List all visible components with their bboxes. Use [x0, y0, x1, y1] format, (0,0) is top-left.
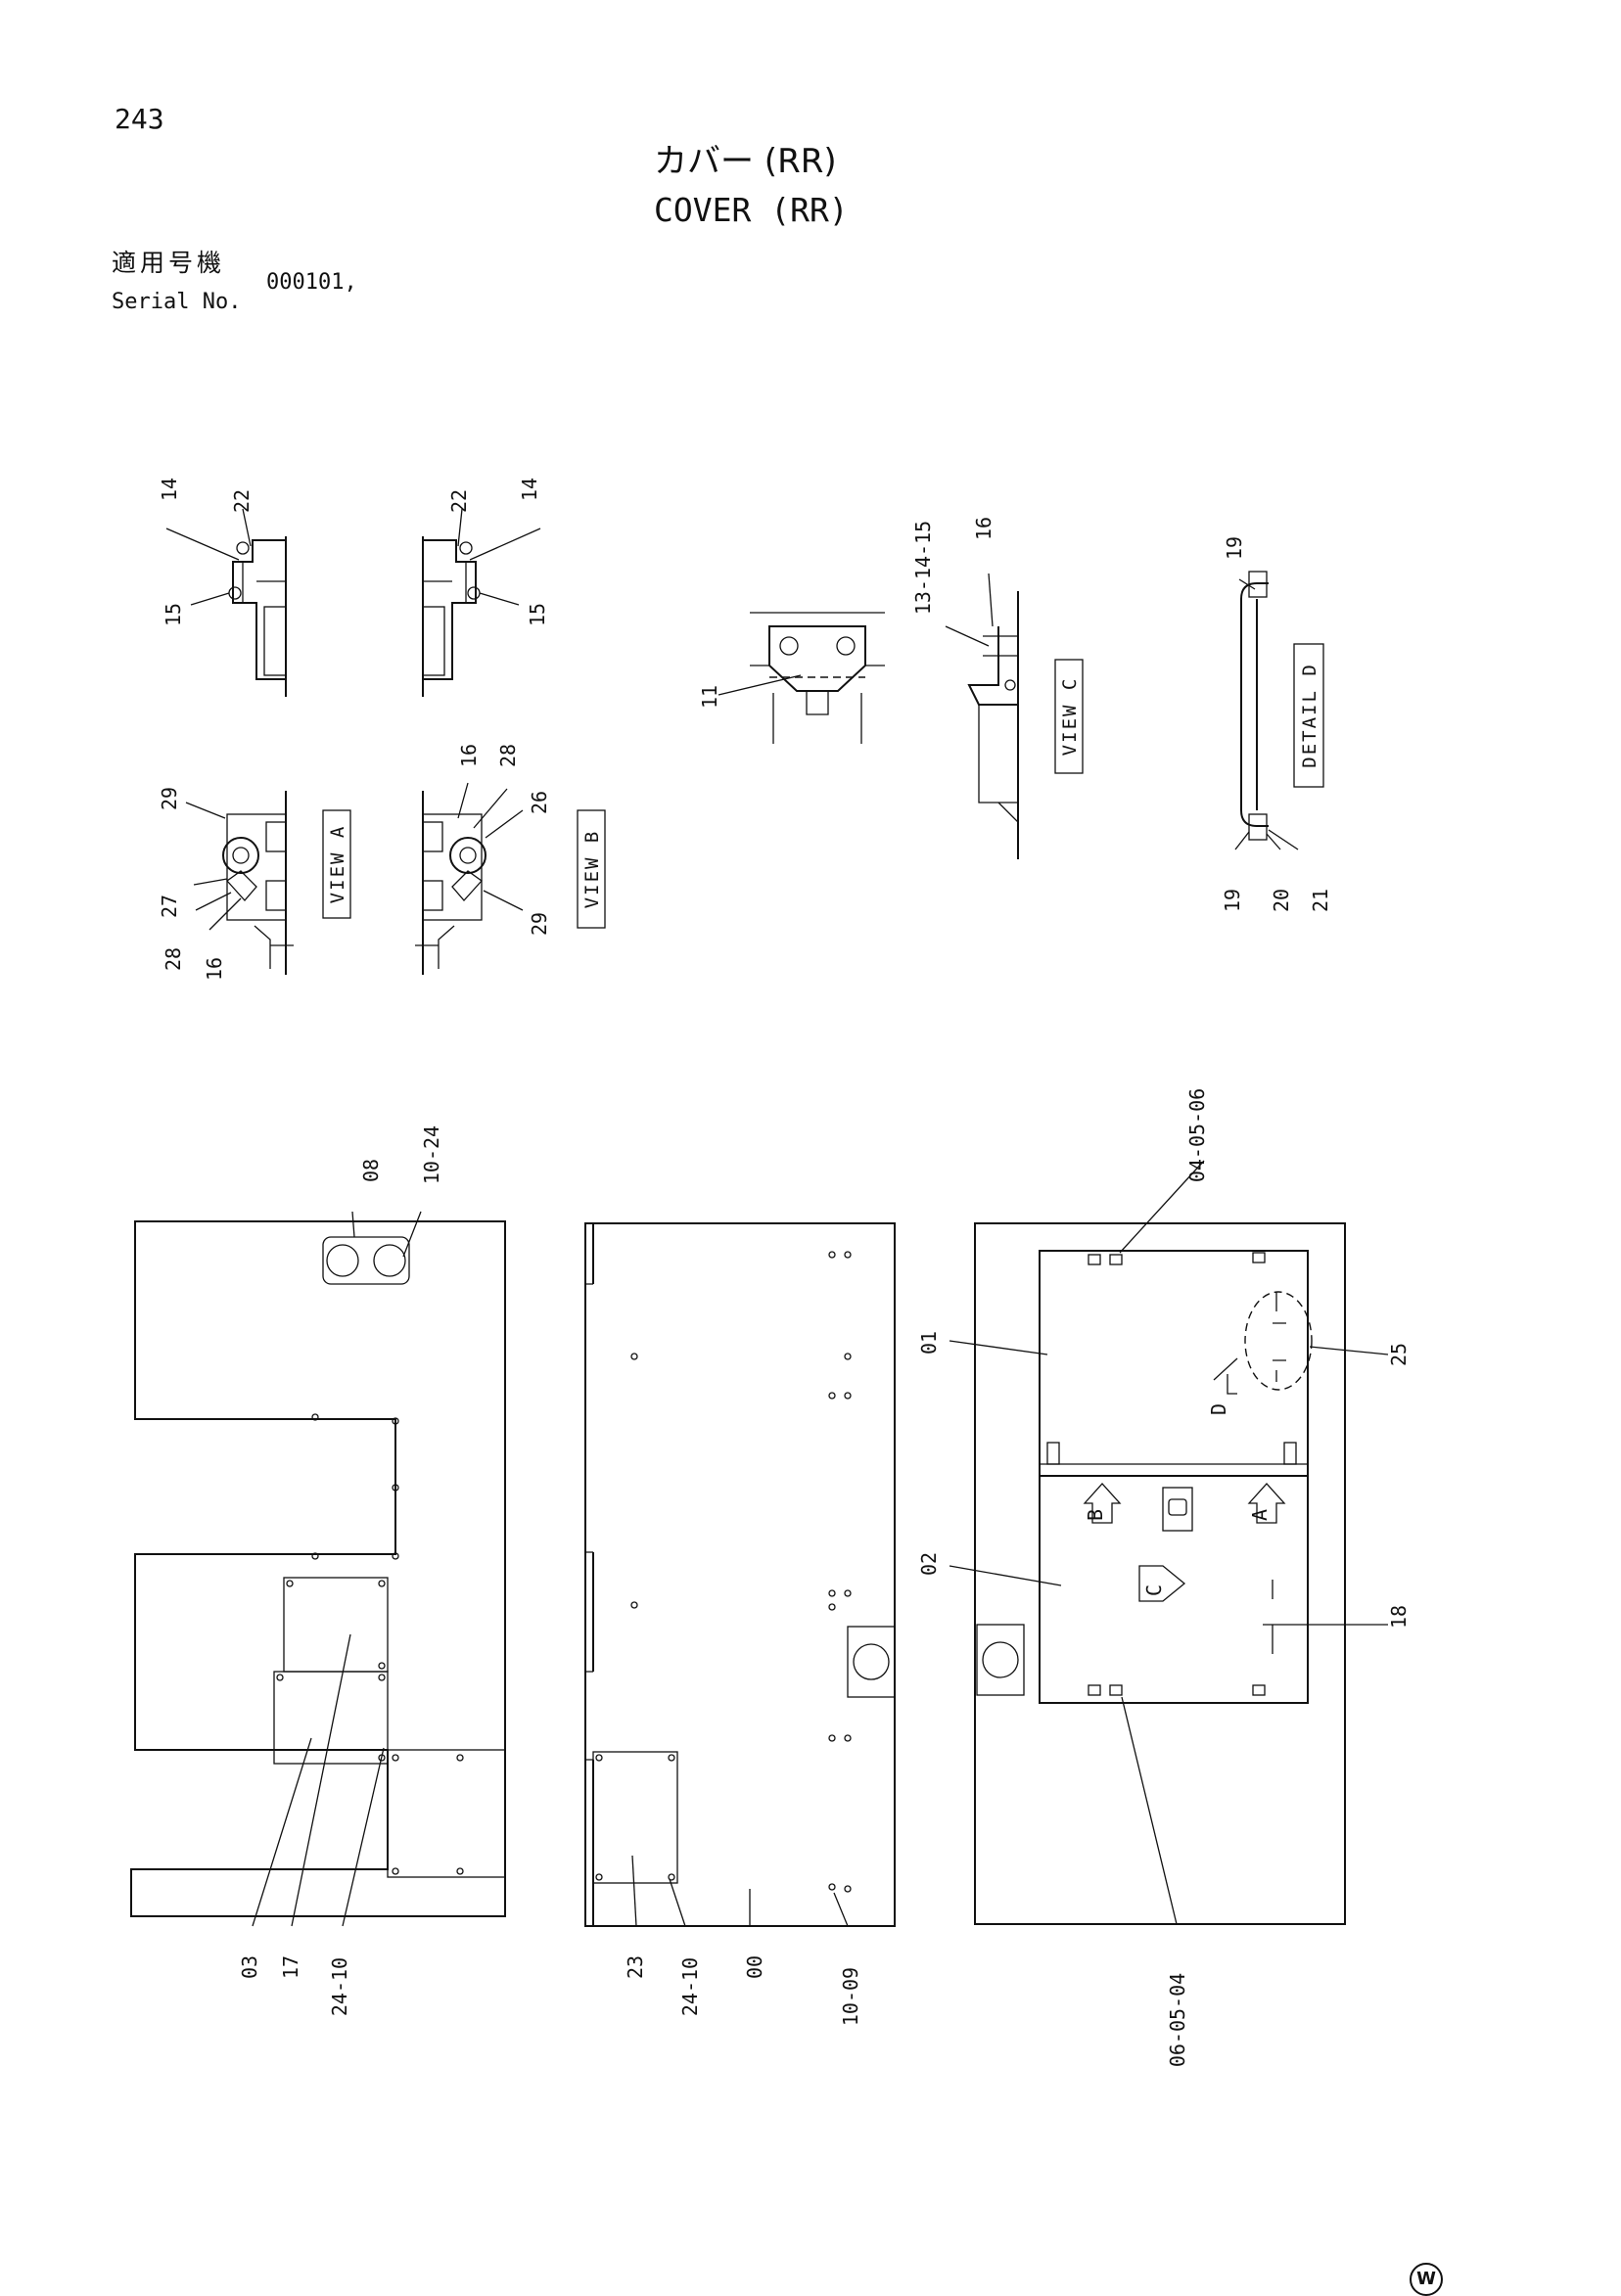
serial-number-value: 000101,: [266, 270, 357, 295]
callout-16: 16: [972, 517, 996, 540]
callout-25: 25: [1387, 1343, 1411, 1366]
callout-29: 29: [528, 912, 551, 936]
callout-17: 17: [279, 1955, 302, 1979]
callout-20: 20: [1270, 889, 1293, 912]
callout-18: 18: [1387, 1605, 1411, 1629]
view-b-label-box: [577, 809, 606, 929]
view-b-upper-detail: [422, 508, 541, 697]
callout-16: 16: [203, 957, 226, 981]
callout-03: 03: [238, 1955, 261, 1979]
callout-28: 28: [496, 744, 520, 767]
detail-d-label-box: [1293, 643, 1324, 788]
callout-26: 26: [528, 791, 551, 814]
bracket-detail-11: [718, 612, 885, 744]
callout-14: 14: [158, 478, 181, 501]
callout-15: 15: [162, 603, 185, 626]
view-marker-b: B: [1084, 1509, 1107, 1521]
right-cover-panel: [949, 1160, 1389, 1925]
view-c-label: VIEW C: [1059, 677, 1081, 757]
callout-24-10: 24-10: [328, 1957, 351, 2016]
serial-label-english: Serial No.: [112, 290, 242, 314]
view-c-detail: [945, 573, 1019, 859]
detail-d-label: DETAIL D: [1299, 663, 1320, 768]
callout-06-05-04: 06-05-04: [1166, 1973, 1189, 2067]
callout-22: 22: [447, 489, 471, 513]
callout-27: 27: [158, 895, 181, 918]
view-b-label: VIEW B: [581, 830, 603, 909]
left-cover-panel: [130, 1211, 506, 1927]
view-c-label-box: [1054, 659, 1084, 774]
view-marker-d: D: [1207, 1403, 1230, 1415]
callout-15: 15: [526, 603, 549, 626]
callout-23: 23: [624, 1955, 647, 1979]
view-a-upper-detail: [165, 508, 287, 697]
callout-11: 11: [698, 685, 721, 709]
view-marker-a: A: [1248, 1509, 1272, 1521]
callout-24-10: 24-10: [678, 1957, 702, 2016]
detail-d-handle: [1234, 571, 1299, 850]
view-a-label: VIEW A: [327, 825, 348, 904]
callout-00: 00: [743, 1955, 766, 1979]
page-title-japanese: カバー (RR): [654, 142, 837, 181]
view-marker-c: C: [1142, 1584, 1166, 1596]
serial-label-japanese: 適用号機: [112, 249, 226, 277]
callout-04-05-06: 04-05-06: [1185, 1088, 1209, 1182]
callout-16: 16: [457, 744, 481, 767]
callout-10-24: 10-24: [420, 1125, 443, 1184]
callout-22: 22: [230, 489, 254, 513]
view-a-latch-detail: [185, 791, 294, 975]
callout-29: 29: [158, 787, 181, 810]
page-title-english: COVER (RR): [654, 191, 849, 229]
view-b-latch-detail: [415, 782, 524, 975]
callout-01: 01: [917, 1331, 941, 1355]
callout-28: 28: [162, 947, 185, 971]
callout-08: 08: [359, 1159, 383, 1182]
callout-14: 14: [518, 478, 541, 501]
callout-19: 19: [1223, 536, 1246, 560]
callout-10-09: 10-09: [839, 1967, 862, 2026]
view-a-label-box: [322, 809, 351, 919]
callout-19: 19: [1221, 889, 1244, 912]
callout-21: 21: [1309, 889, 1332, 912]
callout-13-14-15: 13-14-15: [911, 521, 935, 615]
middle-cover-panel: [584, 1222, 896, 1927]
callout-02: 02: [917, 1552, 941, 1576]
page-number: 243: [115, 103, 164, 135]
